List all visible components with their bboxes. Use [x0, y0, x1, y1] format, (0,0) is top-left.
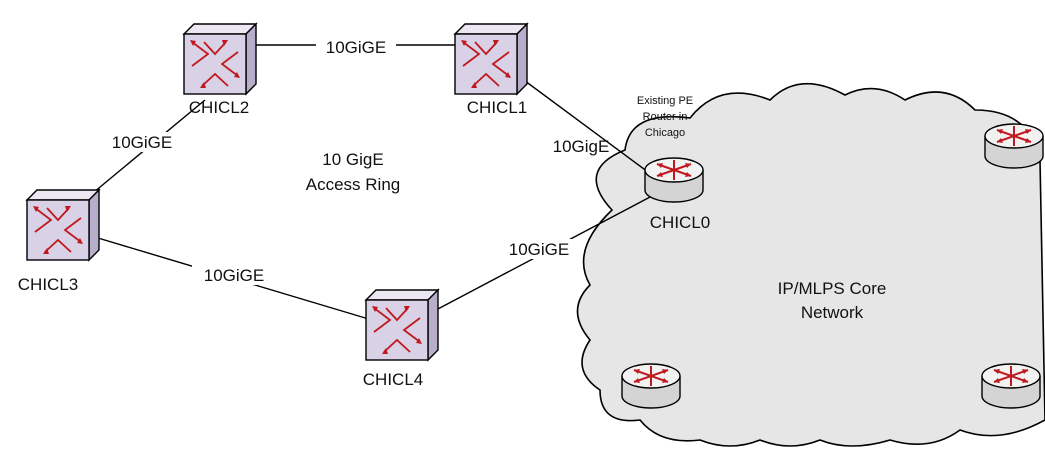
router-chicl0: [644, 157, 704, 203]
svg-text:10 GigE: 10 GigE: [322, 150, 383, 169]
node-label-chicl3: CHICL3: [18, 275, 78, 294]
switch-chicl2: [183, 23, 257, 95]
link-label-chicl1-chicl0: 10GigE: [553, 137, 610, 156]
link-label-chicl3-chicl4: 10GiGE: [192, 265, 276, 285]
link-chicl1-chicl0: [516, 74, 649, 173]
svg-text:10GigE: 10GigE: [553, 137, 610, 156]
switch-chicl3: [26, 189, 100, 261]
pe-router-note: Existing PE Router in Chicago: [637, 95, 693, 139]
switch-chicl4: [365, 289, 439, 361]
router-core-bottom-right: [981, 363, 1041, 409]
svg-text:10GiGE: 10GiGE: [112, 133, 172, 152]
router-core-bottom-left: [621, 363, 681, 409]
link-label-chicl2-chicl1: 10GiGE: [316, 38, 396, 57]
link-label-chicl2-chicl3: 10GiGE: [100, 132, 184, 152]
router-core-top-right: [984, 123, 1044, 169]
svg-text:10GiGE: 10GiGE: [204, 266, 264, 285]
svg-text:Existing PE: Existing PE: [637, 95, 693, 107]
core-network-label: IP/MLPS Core Network: [778, 279, 887, 322]
node-label-chicl0: CHICL0: [650, 213, 710, 232]
svg-text:IP/MLPS Core: IP/MLPS Core: [778, 279, 887, 298]
node-label-chicl4: CHICL4: [363, 370, 423, 389]
access-ring-label: 10 GigE Access Ring: [306, 150, 400, 194]
node-label-chicl2: CHICL2: [189, 98, 249, 117]
switch-chicl1: [454, 23, 528, 95]
link-label-chicl4-chicl0: 10GiGE: [497, 239, 581, 259]
svg-text:Access Ring: Access Ring: [306, 175, 400, 194]
svg-text:Network: Network: [801, 303, 864, 322]
svg-text:10GiGE: 10GiGE: [326, 38, 386, 57]
svg-text:Router in: Router in: [643, 111, 688, 123]
svg-text:10GiGE: 10GiGE: [509, 240, 569, 259]
svg-text:Chicago: Chicago: [645, 127, 685, 139]
node-label-chicl1: CHICL1: [467, 98, 527, 117]
